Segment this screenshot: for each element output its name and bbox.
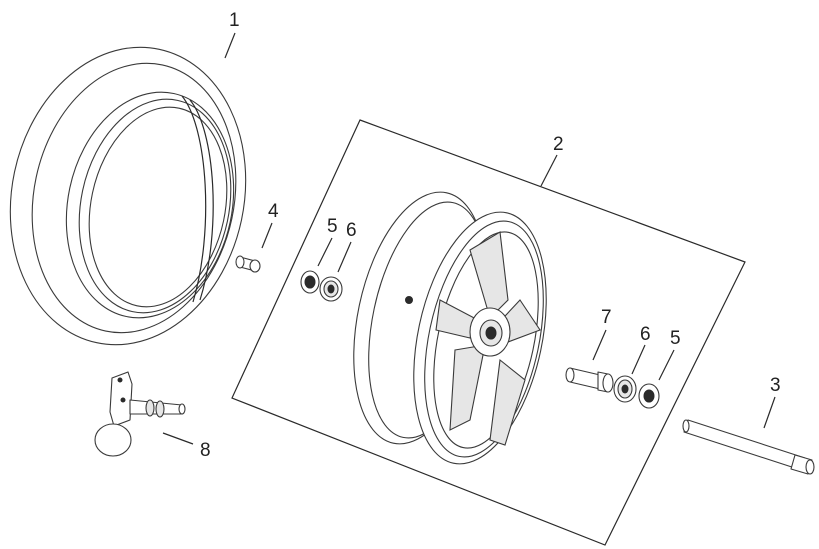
leader-line-seal-right — [658, 349, 675, 381]
callout-axle: 3 — [770, 375, 781, 396]
valve-sensor-part — [94, 371, 186, 457]
leader-line-spacer-left — [261, 222, 273, 249]
leader-line-rim — [540, 154, 558, 187]
callout-bearing-right: 6 — [640, 324, 651, 345]
leader-line-bearing-left — [337, 241, 352, 273]
tire-part — [9, 46, 247, 346]
leader-line-collar-right — [592, 329, 607, 361]
leader-line-seal-left — [317, 237, 333, 267]
bearing-right-part — [613, 375, 637, 403]
rim-frame — [231, 119, 746, 546]
callout-rim: 2 — [553, 134, 564, 155]
seal-right-part — [638, 383, 660, 409]
callout-collar-right: 7 — [601, 307, 612, 328]
leader-line-bearing-right — [631, 344, 646, 375]
bearing-left-part — [319, 276, 343, 302]
callout-seal-left: 5 — [327, 216, 338, 237]
rim-part — [353, 191, 547, 465]
leader-line-tire — [224, 32, 236, 59]
callout-spacer-left: 4 — [268, 201, 279, 222]
seal-left-part — [300, 270, 320, 294]
leader-line-valve-sensor — [162, 432, 194, 445]
callout-bearing-left: 6 — [346, 220, 357, 241]
collar-right-part — [565, 367, 614, 393]
callout-tire: 1 — [229, 10, 240, 31]
callout-seal-right: 5 — [670, 328, 681, 349]
leader-line-axle — [763, 396, 776, 429]
callout-valve-sensor: 8 — [200, 440, 211, 461]
spacer-left-part — [235, 255, 261, 273]
axle-part — [682, 419, 815, 475]
